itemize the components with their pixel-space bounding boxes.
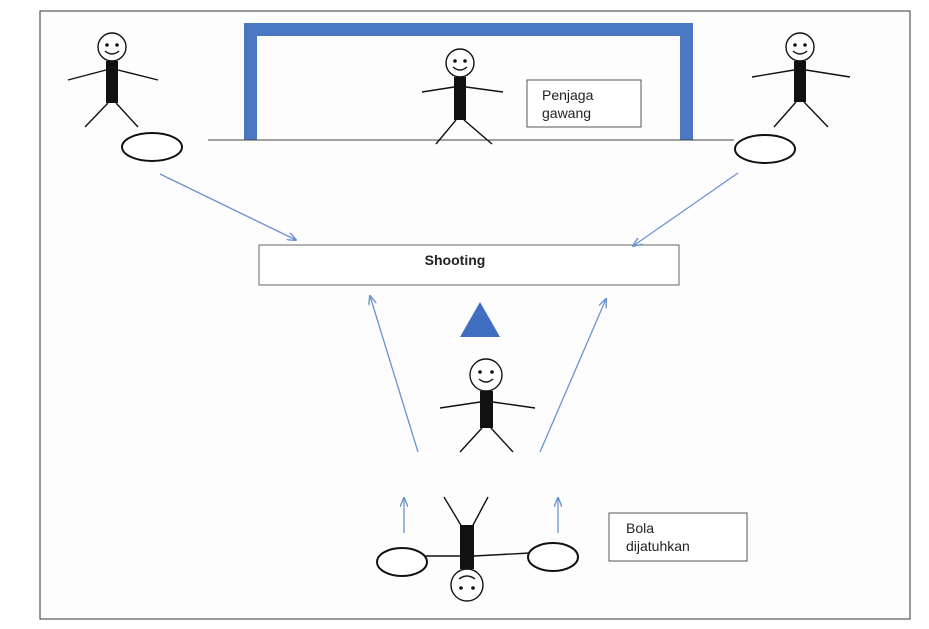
ball-drop-label-line2: dijatuhkan <box>626 538 690 554</box>
goal <box>208 23 734 141</box>
arrow-right-to-shooting <box>633 172 739 246</box>
player-center <box>439 358 536 453</box>
player-top-left <box>67 32 159 128</box>
cone-triangle <box>460 302 500 337</box>
goalkeeper-label-line2: gawang <box>542 105 591 121</box>
player-ball-dropper <box>418 496 531 602</box>
ball-bottom-right <box>527 542 579 572</box>
ball-top-right <box>734 134 796 164</box>
shooting-box: Shooting <box>258 244 680 286</box>
goalkeeper-label-line1: Penjaga <box>542 87 594 103</box>
player-goalkeeper <box>421 48 504 145</box>
arrow-center-left-up <box>370 296 419 453</box>
goalkeeper-label-box: Penjaga gawang <box>526 79 642 128</box>
shooting-label: Shooting <box>425 252 486 268</box>
player-top-right <box>751 32 851 128</box>
pass-arrows <box>159 172 739 533</box>
ball-top-left <box>121 132 183 162</box>
arrow-left-to-shooting <box>159 173 296 240</box>
balls <box>121 132 796 577</box>
arrow-center-right-up <box>539 299 606 453</box>
ball-bottom-left <box>376 547 428 577</box>
ball-drop-label-line1: Bola <box>626 520 654 536</box>
ball-drop-label-box: Bola dijatuhkan <box>608 512 748 562</box>
